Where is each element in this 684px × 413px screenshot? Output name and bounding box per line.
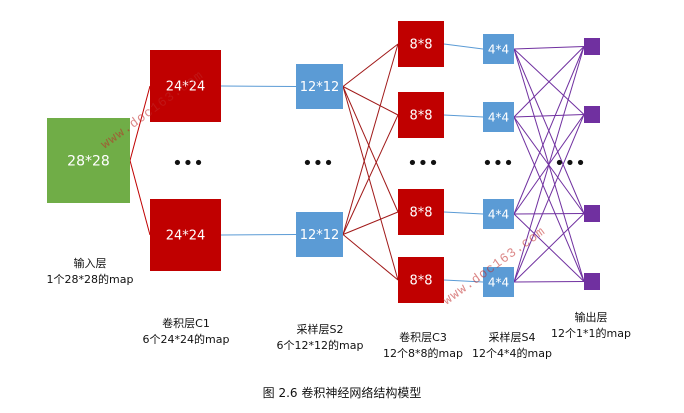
edge-c1-s2	[220, 234, 297, 236]
edge-s2-c3	[342, 43, 399, 235]
c1-map: 24*24	[150, 199, 221, 271]
c3-map-rect	[398, 189, 444, 235]
c3-map-rect	[398, 21, 444, 67]
s4-map-rect	[483, 34, 514, 64]
c3-map-text: 8*8	[409, 38, 432, 53]
input-layer-desc: 1个28*28的map	[46, 273, 134, 286]
s4-map-rect	[483, 199, 514, 229]
s2-map-text: 12*12	[300, 228, 340, 243]
edge-s2-c3	[342, 211, 399, 235]
edge-s2-c3	[342, 86, 399, 213]
s2-layer-label: 采样层S2 6个12*12的map	[265, 322, 375, 354]
s4-map: 4*4	[483, 102, 514, 132]
s2-map: 12*12	[296, 64, 343, 109]
c3-map-rect	[398, 257, 444, 303]
c1-layer-label: 卷积层C1 6个24*24的map	[131, 316, 241, 348]
output-node	[584, 205, 600, 222]
c3-map: 8*8	[398, 21, 444, 67]
c3-map-rect	[398, 92, 444, 138]
figure-caption: 图 2.6 卷积神经网络结构模型	[262, 386, 422, 400]
edge-s4-output	[513, 46, 585, 215]
edge-s2-c3	[342, 234, 399, 281]
c1-map-rect	[150, 50, 221, 122]
output-ellipsis: •••	[554, 153, 586, 174]
s2-map-rect	[296, 64, 343, 109]
s4-map: 4*4	[483, 199, 514, 229]
output-node-rect	[584, 38, 600, 55]
input-layer-name: 输入层	[73, 257, 107, 270]
s2-layer-name: 采样层S2	[296, 323, 344, 336]
s4-map-text: 4*4	[488, 42, 509, 56]
edge-s4-output	[513, 213, 585, 215]
output-node-rect	[584, 205, 600, 222]
s4-map: 4*4	[483, 34, 514, 64]
s2-ellipsis: •••	[302, 153, 334, 174]
c1-map: 24*24	[150, 50, 221, 122]
c3-layer-label: 卷积层C3 12个8*8的map	[368, 330, 478, 362]
layer-nodes: 28*28 24*24 24*24 12*12 12*12 8*8 8*8 8*8 8*8 4*4…	[47, 21, 600, 303]
c1-ellipsis: •••	[172, 153, 204, 174]
c3-layer-name: 卷积层C3	[399, 331, 447, 344]
c3-layer-desc: 12个8*8的map	[383, 347, 463, 360]
edge-s4-output	[513, 114, 585, 283]
s4-map-text: 4*4	[488, 110, 509, 124]
input-map: 28*28	[47, 118, 130, 203]
edge-s4-output	[513, 114, 585, 118]
edge-s2-c3	[342, 86, 399, 116]
output-node-rect	[584, 273, 600, 290]
output-node-rect	[584, 106, 600, 123]
s4-layer-desc: 12个4*4的map	[472, 347, 552, 360]
edge-s2-c3	[342, 114, 399, 235]
s4-layer-name: 采样层S4	[488, 331, 536, 344]
input-map-text: 28*28	[67, 154, 110, 170]
input-layer-label: 输入层 1个28*28的map	[35, 256, 145, 288]
edge-s4-output	[513, 46, 585, 118]
edge-input-c1	[129, 85, 151, 161]
c1-map-text: 24*24	[166, 80, 206, 95]
c1-layer-desc: 6个24*24的map	[142, 333, 230, 346]
output-layer-desc: 12个1*1的map	[551, 327, 631, 340]
edge-c3-s4	[443, 211, 484, 215]
s4-map-text: 4*4	[488, 275, 509, 289]
output-layer-name: 输出层	[574, 311, 608, 324]
s4-ellipsis: •••	[482, 153, 514, 174]
c3-map: 8*8	[398, 92, 444, 138]
c3-map-text: 8*8	[409, 109, 432, 124]
edge-c3-s4	[443, 114, 484, 118]
output-node	[584, 106, 600, 123]
edge-c1-s2	[220, 85, 297, 87]
edge-s2-c3	[342, 43, 399, 87]
edge-c3-s4	[443, 279, 484, 283]
s2-map-text: 12*12	[300, 80, 340, 95]
s2-map: 12*12	[296, 212, 343, 257]
c3-map: 8*8	[398, 189, 444, 235]
s4-map: 4*4	[483, 267, 514, 297]
c3-map-text: 8*8	[409, 206, 432, 221]
s4-map-rect	[483, 267, 514, 297]
s4-map-rect	[483, 102, 514, 132]
connections	[129, 43, 585, 283]
s2-map-rect	[296, 212, 343, 257]
output-layer-label: 输出层 12个1*1的map	[536, 310, 646, 342]
s2-layer-desc: 6个12*12的map	[276, 339, 364, 352]
c1-layer-name: 卷积层C1	[162, 317, 210, 330]
edge-s4-output	[513, 213, 585, 283]
s4-layer-label: 采样层S4 12个4*4的map	[457, 330, 567, 362]
edge-c3-s4	[443, 43, 484, 50]
output-node	[584, 38, 600, 55]
input-map-rect	[47, 118, 130, 203]
c1-map-text: 24*24	[166, 229, 206, 244]
c3-ellipsis: •••	[407, 153, 439, 174]
edge-input-c1	[129, 160, 151, 236]
edge-s2-c3	[342, 86, 399, 281]
c3-map-text: 8*8	[409, 274, 432, 289]
edge-s4-output	[513, 46, 585, 50]
s4-map-text: 4*4	[488, 207, 509, 221]
c3-map: 8*8	[398, 257, 444, 303]
edge-s4-output	[513, 46, 585, 283]
c1-map-rect	[150, 199, 221, 271]
edge-s4-output	[513, 281, 585, 283]
output-node	[584, 273, 600, 290]
